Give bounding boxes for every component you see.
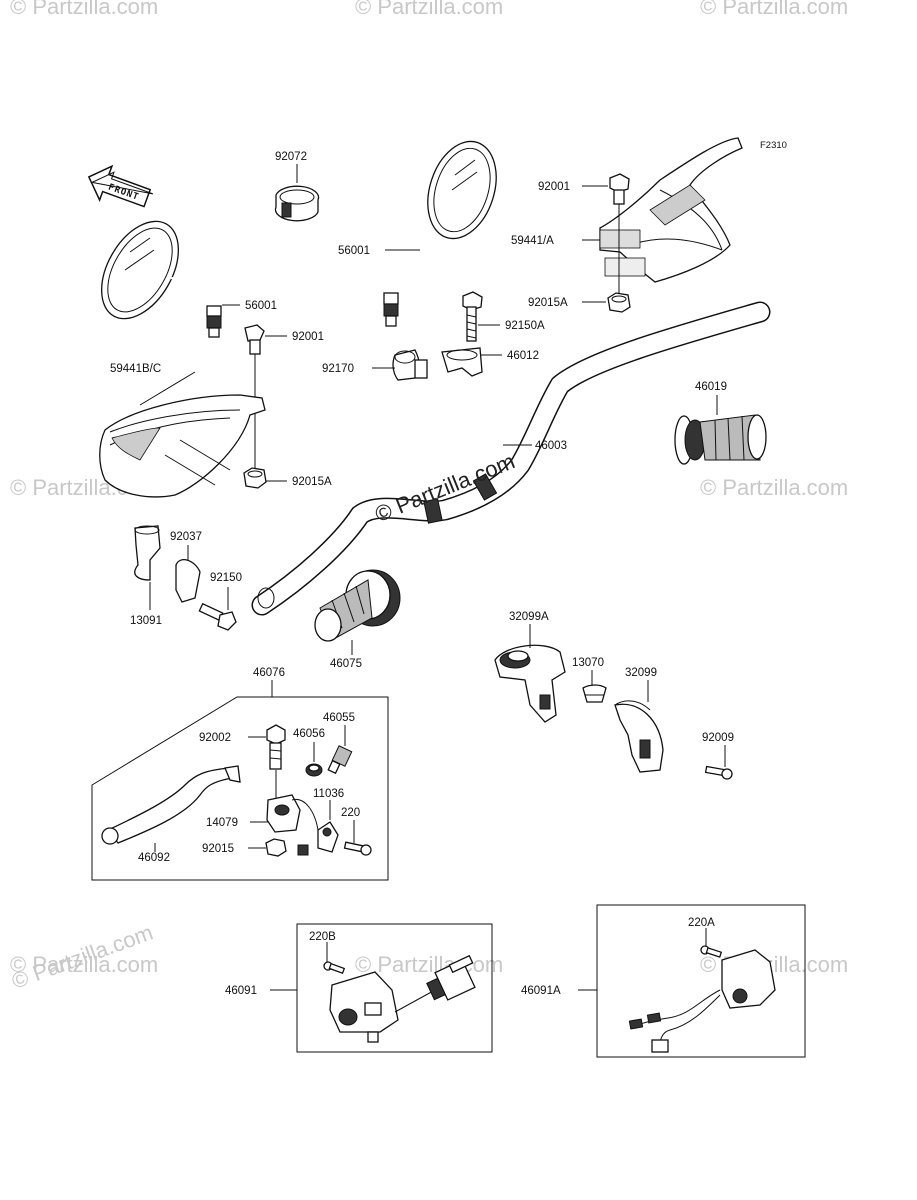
watermark: © Partzilla.com xyxy=(10,952,158,977)
screw-220 xyxy=(343,841,372,856)
label-59441bc: 59441B/C xyxy=(110,363,161,375)
label-220b: 220B xyxy=(309,931,336,943)
label-92170: 92170 xyxy=(322,363,354,375)
label-46056: 46056 xyxy=(293,728,325,740)
handlebar-46003 xyxy=(251,301,771,616)
bolt-92150a xyxy=(462,291,483,342)
plate-13070 xyxy=(582,684,607,703)
label-92015: 92015 xyxy=(202,843,234,855)
watermark: © Partzilla.com xyxy=(10,0,158,19)
label-46012: 46012 xyxy=(507,350,539,362)
label-46076: 46076 xyxy=(253,667,285,679)
clamp-92170 xyxy=(392,349,428,381)
adjuster-nut-46056 xyxy=(305,763,323,777)
nut-92015a-left xyxy=(243,467,267,489)
lever-assembly-box xyxy=(91,696,389,881)
bolt-92001-top xyxy=(609,173,630,205)
mirror-left xyxy=(101,220,222,338)
bolt-92002 xyxy=(266,724,286,770)
screw-220b xyxy=(323,961,346,975)
switch-piece xyxy=(297,844,309,856)
mirror-right xyxy=(383,140,497,327)
nut-92015 xyxy=(265,838,287,857)
label-56001-right: 56001 xyxy=(338,245,370,257)
bolt-92150 xyxy=(198,602,237,631)
label-46003: 46003 xyxy=(535,440,567,452)
label-92001-left: 92001 xyxy=(292,331,324,343)
label-92001-top: 92001 xyxy=(538,181,570,193)
screw-220a xyxy=(700,945,723,958)
watermark: © Partzilla.com xyxy=(700,475,848,500)
grip-left-46075 xyxy=(314,569,401,642)
handguard-right xyxy=(599,137,743,283)
label-220: 220 xyxy=(341,807,360,819)
label-92009: 92009 xyxy=(702,732,734,744)
watermark: © Partzilla.com xyxy=(355,0,503,19)
label-92150: 92150 xyxy=(210,572,242,584)
label-13070: 13070 xyxy=(572,657,604,669)
lever-46092 xyxy=(101,765,241,845)
label-92015a-top: 92015A xyxy=(528,297,568,309)
switch-box-46091 xyxy=(296,923,493,1053)
handguard-left xyxy=(99,394,266,498)
watermark: © Partzilla.com xyxy=(700,0,848,19)
watermark: © Partzilla.com xyxy=(355,952,503,977)
lever-holder-13091 xyxy=(134,525,201,603)
label-46091: 46091 xyxy=(225,985,257,997)
label-32099: 32099 xyxy=(625,667,657,679)
grip-right-46019 xyxy=(674,414,767,465)
figure-ref-code: F2310 xyxy=(760,140,787,151)
label-220a: 220A xyxy=(688,917,715,929)
switch-46091a xyxy=(628,949,776,1053)
holder-46012 xyxy=(441,347,483,377)
label-13091: 13091 xyxy=(130,615,162,627)
label-46091a: 46091A xyxy=(521,985,561,997)
switch-housing-32099a xyxy=(494,644,566,723)
label-46075: 46075 xyxy=(330,658,362,670)
label-92072: 92072 xyxy=(275,151,307,163)
label-92015a-left: 92015A xyxy=(292,476,332,488)
bracket-11036 xyxy=(317,821,339,853)
clamp-ring-92072 xyxy=(274,185,320,222)
switch-box-46091a xyxy=(596,904,806,1058)
adjuster-46055 xyxy=(327,745,353,775)
label-32099a: 32099A xyxy=(509,611,549,623)
label-46019: 46019 xyxy=(695,381,727,393)
screw-92009 xyxy=(704,765,733,780)
label-56001-left: 56001 xyxy=(245,300,277,312)
label-92002: 92002 xyxy=(199,732,231,744)
label-46055: 46055 xyxy=(323,712,355,724)
switch-housing-32099 xyxy=(614,700,664,773)
nut-92015a-top xyxy=(607,292,631,313)
label-11036: 11036 xyxy=(313,788,344,800)
label-46092: 46092 xyxy=(138,852,170,864)
label-59441a: 59441/A xyxy=(511,235,554,247)
bolt-92001-left xyxy=(244,324,265,355)
label-92037: 92037 xyxy=(170,531,202,543)
switch-46091 xyxy=(329,954,476,1043)
front-arrow-icon: FRONT xyxy=(87,164,154,208)
label-14079: 14079 xyxy=(206,817,238,829)
label-92150a: 92150A xyxy=(505,320,545,332)
